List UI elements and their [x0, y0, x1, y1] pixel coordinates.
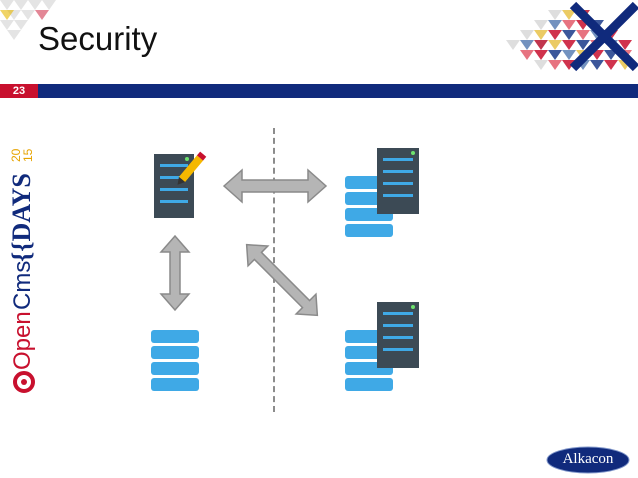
- server-database-icon: [345, 148, 419, 237]
- opencms-days-logo: Open Cms {{DAYS 20 15: [7, 148, 36, 393]
- diagonal-double-arrow: [245, 243, 319, 317]
- svg-text:{{DAYS: {{DAYS: [7, 173, 36, 262]
- alkacon-logo-text: Alkacon: [562, 451, 614, 467]
- svg-text:20: 20: [9, 148, 23, 162]
- slide-number: 23: [12, 85, 26, 97]
- database-icon: [151, 330, 199, 391]
- vertical-double-arrow: [159, 234, 191, 312]
- alkacon-logo: [546, 446, 630, 474]
- svg-text:Open: Open: [9, 311, 36, 370]
- header-bar: [0, 84, 638, 98]
- server-with-pencil-icon: [154, 151, 207, 218]
- svg-text:Cms: Cms: [9, 261, 36, 310]
- decorative-triangles-top-right: [506, 1, 638, 72]
- svg-text:15: 15: [21, 148, 35, 162]
- slide-title: Security: [38, 20, 158, 57]
- slide-number-box: [0, 84, 38, 98]
- decorative-triangles-top-left: [0, 0, 56, 40]
- horizontal-double-arrow: [222, 168, 328, 204]
- server-database-icon: [345, 302, 419, 391]
